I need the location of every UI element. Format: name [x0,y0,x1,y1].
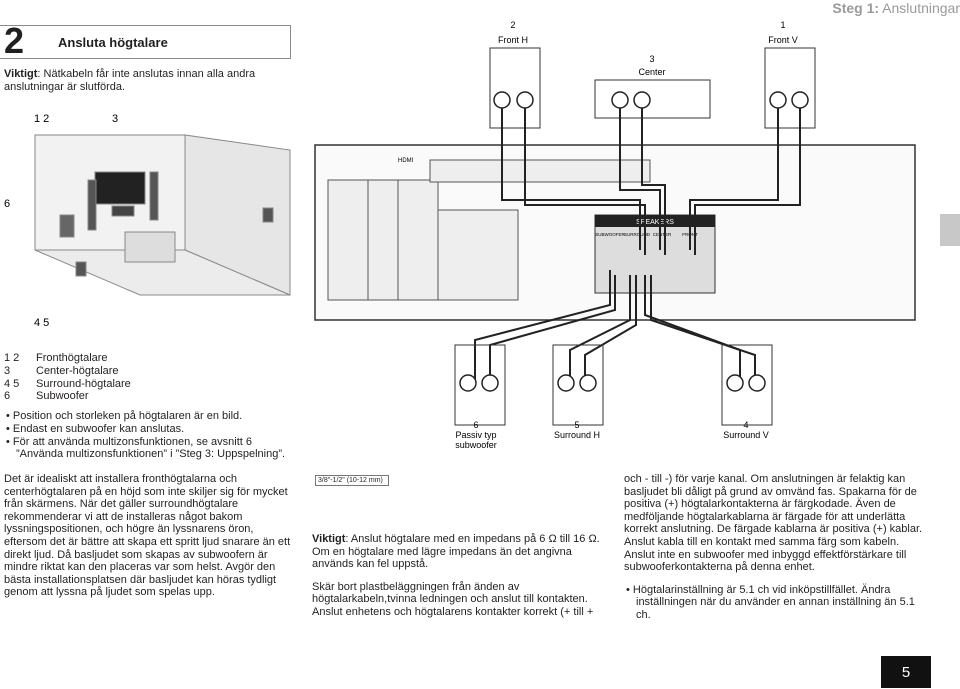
side-tab [940,214,960,246]
step-header-bold: Steg 1: [832,0,880,16]
room-label-sub: 6 [4,198,10,210]
hdmi-label: HDMI [398,158,414,164]
room-label-front: 1 2 [34,113,49,125]
speakers-label: SPEAKERS [636,219,674,226]
impedance-section: Viktigt: Anslut högtalare med en impedan… [312,533,607,629]
step-header-text: Anslutningar [882,0,960,16]
room-label-center: 3 [112,113,118,125]
step-header: Steg 1: Anslutningar [832,0,960,16]
surr-h-number: 5 [574,420,579,430]
section-title: Ansluta högtalare [58,35,168,50]
spk-col-center: CENTER [653,232,672,237]
note-item: • För att använda multizonsfunktionen, s… [6,435,286,461]
surround-v-speaker [721,344,773,426]
polarity-section: och - till -) för varje kanal. Om anslut… [624,473,924,622]
warning-label: Viktigt [4,68,38,80]
section-heading: 2 Ansluta högtalare [0,20,291,61]
center-number: 3 [649,54,654,64]
top-terminals [493,91,809,109]
note-item: • Endast en subwoofer kan anslutas. [6,422,185,435]
surround-h-speaker [552,344,604,426]
room-illustration [34,134,291,296]
center-speaker [594,79,711,119]
notes-list: • Position och storleken på högtalaren ä… [4,410,294,461]
front-h-speaker [489,47,541,129]
surr-h-label: Surround H [554,430,600,440]
section-number: 2 [4,20,25,61]
bottom-terminals [459,374,766,392]
subwoofer-speaker [454,344,506,426]
polarity-paragraph: och - till -) för varje kanal. Om anslut… [624,473,923,574]
warning-text: : Nätkabeln får inte anslutas innan alla… [4,68,256,93]
spk-col-surround: SURROUND [624,232,651,237]
front-v-speaker [764,47,816,129]
connection-diagram: 1 2 3 6 4 5 2 Front H 1 Front V 3 Center… [4,20,916,450]
wire-strip-label: 3/8"-1/2" (10-12 mm) [315,475,389,486]
impedance-paragraph: Viktigt: Anslut högtalare med en impedan… [312,533,600,571]
front-h-number: 2 [510,20,515,30]
room-label-surround: 4 5 [34,317,49,329]
page-number: 5 [881,656,931,688]
speaker-cables [474,108,801,380]
front-h-label: Front H [498,35,528,45]
front-v-label: Front V [768,35,798,45]
front-v-number: 1 [780,20,785,30]
sub-line1: Passiv typ [455,430,496,440]
cable-paragraph: Skär bort plastbeläggningen från änden a… [312,580,594,618]
sub-line2: subwoofer [455,440,497,450]
surr-v-number: 4 [743,420,748,430]
placement-paragraph: Det är idealiskt att installera fronthög… [4,473,291,599]
note-item: • Position och storleken på högtalaren ä… [6,410,243,422]
warning-note: Viktigt: Nätkabeln får inte anslutas inn… [4,68,284,94]
setting-note: • Högtalarinställning är 5.1 ch vid inkö… [626,583,915,621]
spk-col-subwoofer: SUBWOOFER [595,232,625,237]
surr-v-label: Surround V [723,430,769,440]
sub-number: 6 [473,420,478,430]
center-label: Center [638,67,665,77]
